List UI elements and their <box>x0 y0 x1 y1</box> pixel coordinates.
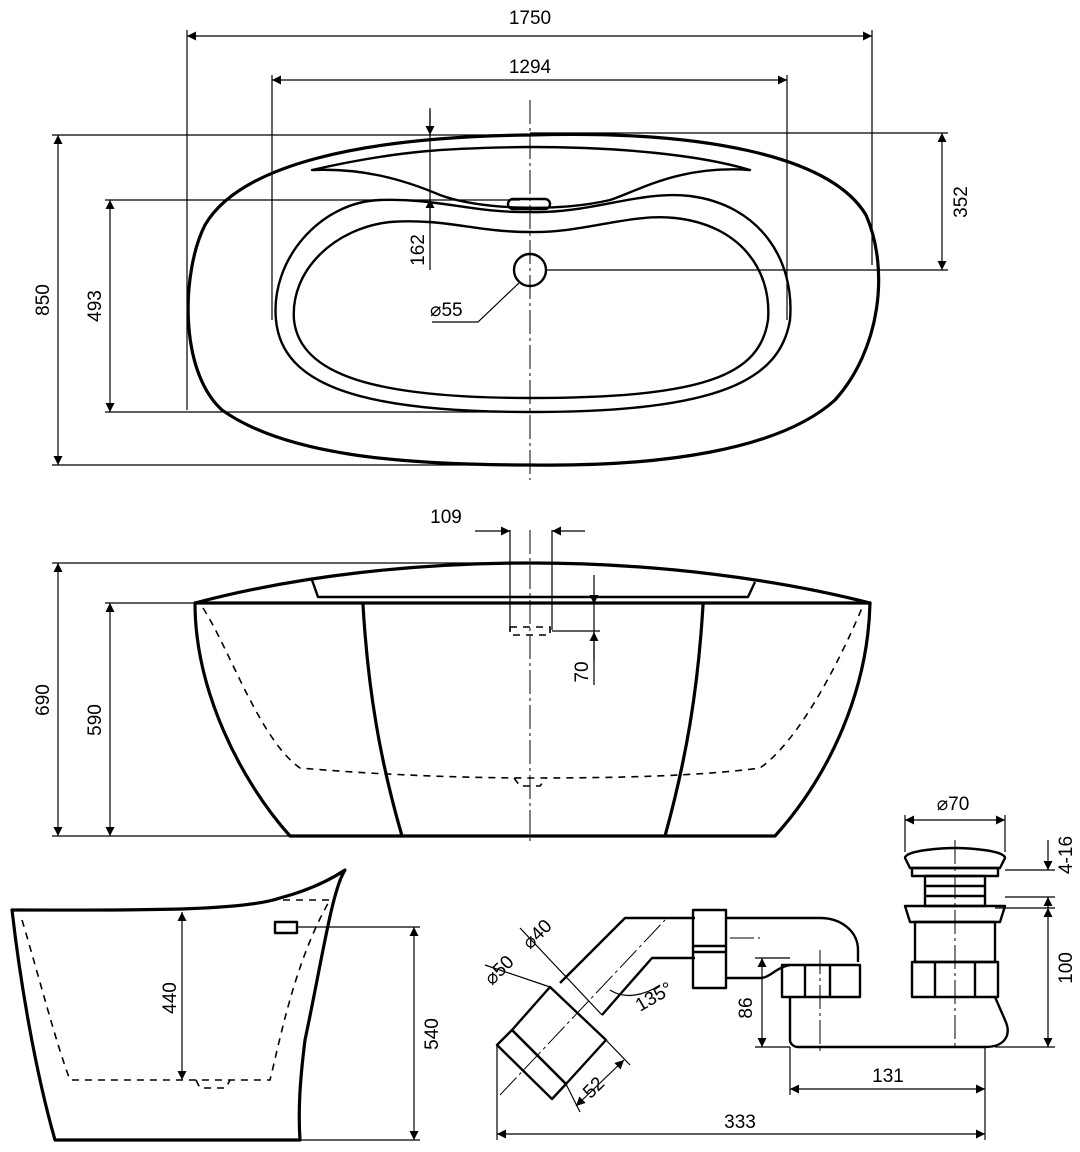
dim-rim-height: 590 <box>85 704 106 736</box>
dim-overflow-depth: 70 <box>572 661 593 682</box>
top-view-outer-rim <box>186 132 881 467</box>
label-pipe-inner-diameter: ⌀40 <box>519 916 557 954</box>
dim-total-length: 333 <box>724 1112 756 1133</box>
side-view: 440 540 <box>10 868 443 1142</box>
dim-body-height: 100 <box>1056 952 1077 984</box>
dim-trap-height: 86 <box>736 997 757 1018</box>
dim-side-overall-height: 540 <box>422 1018 443 1050</box>
label-drain-diameter: ⌀55 <box>430 300 463 321</box>
dim-plug-adjust: 4-16 <box>1056 836 1077 874</box>
top-view-basin-outer <box>274 193 792 414</box>
dim-inner-length: 1294 <box>509 57 552 78</box>
label-pipe-outer-diameter: ⌀50 <box>481 952 519 990</box>
drain-inclined-pipe <box>559 916 695 1016</box>
dim-trap-offset: 131 <box>872 1066 904 1087</box>
drain-socket <box>510 985 608 1086</box>
dim-overall-length: 1750 <box>509 8 551 29</box>
dim-inner-width: 493 <box>85 290 106 322</box>
top-view-backrest <box>310 145 752 209</box>
top-view-basin-inner <box>292 216 770 400</box>
dim-overflow-width: 109 <box>430 507 462 528</box>
drain-plug <box>903 846 1007 870</box>
dim-overall-width: 850 <box>33 284 54 316</box>
side-view-body <box>10 868 347 1142</box>
drain-kit: ⌀70 4-16 100 86 131 333 ⌀40 ⌀50 135° <box>481 794 1077 1140</box>
trap-nut <box>780 963 862 999</box>
dim-plug-diameter: ⌀70 <box>937 794 970 815</box>
overflow-slot <box>506 197 552 211</box>
dim-overflow-offset: 162 <box>408 234 429 266</box>
top-view: 1750 1294 850 493 352 162 ⌀55 <box>33 8 972 480</box>
front-view-body <box>193 601 872 838</box>
dim-inner-depth: 440 <box>160 982 181 1014</box>
dim-drain-offset: 352 <box>951 186 972 218</box>
label-elbow-angle: 135° <box>632 978 677 1016</box>
dim-front-overall-height: 690 <box>33 684 54 716</box>
front-view: 109 690 590 70 <box>33 507 872 845</box>
